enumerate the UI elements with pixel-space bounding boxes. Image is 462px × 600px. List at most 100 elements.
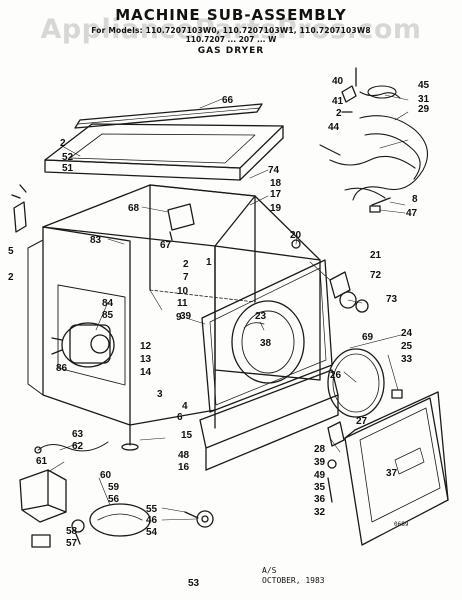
- callout-labels: 66 2 52 51 5 2 74 18 17 19 68 67 83 20 1…: [8, 76, 430, 549]
- callout: 39: [180, 311, 192, 322]
- model-numbers-line-2: 110.7207 ... 207 ... W: [185, 35, 277, 44]
- callout: 48: [178, 450, 190, 461]
- callout: 17: [270, 189, 282, 200]
- callout: 54: [146, 527, 158, 538]
- callout: 2: [336, 108, 342, 119]
- callout: 15: [181, 430, 193, 441]
- callout: 39: [314, 457, 326, 468]
- idler-pulley: [184, 510, 214, 528]
- callout: 85: [102, 310, 114, 321]
- callout: 11: [177, 298, 188, 309]
- callout: 36: [314, 494, 326, 505]
- callout: 19: [270, 203, 282, 214]
- callout: 31: [418, 94, 430, 105]
- callout: 52: [62, 152, 74, 163]
- callout: 9: [176, 312, 182, 323]
- callout: 16: [178, 462, 190, 473]
- leader-lines: [47, 94, 409, 521]
- fastener-parts: [369, 197, 391, 213]
- callout: 44: [328, 122, 340, 133]
- callout: 72: [370, 270, 382, 281]
- model-numbers-line-1: For Models: 110.7207103W0, 110.7207103W1…: [91, 26, 371, 35]
- leveling-legs: [121, 409, 216, 451]
- callout: 2: [60, 138, 66, 149]
- callout: 6: [177, 412, 183, 423]
- callout: 49: [314, 470, 326, 481]
- callout: 7: [183, 272, 189, 283]
- door-hinge-parts: [327, 421, 345, 503]
- drum-seal-ring: [327, 348, 385, 418]
- drawing-code: 0689: [394, 521, 409, 528]
- gas-valve-assembly: [19, 469, 67, 548]
- callout: 37: [386, 468, 398, 479]
- callout: 59: [108, 482, 120, 493]
- callout: 38: [260, 338, 272, 349]
- diagram-title: MACHINE SUB-ASSEMBLY: [115, 6, 347, 24]
- callout: 8: [412, 194, 418, 205]
- toe-kick-panel: [199, 369, 339, 471]
- cabinet-frame: [27, 184, 321, 426]
- callout: 3: [157, 389, 163, 400]
- callout: 14: [140, 367, 152, 378]
- callout: 23: [255, 311, 267, 322]
- callout: 57: [66, 538, 78, 549]
- drive-belt: [89, 503, 151, 537]
- callout: 58: [66, 526, 78, 537]
- callout: 40: [332, 76, 344, 87]
- callout: 74: [268, 165, 280, 176]
- callout: 24: [401, 328, 413, 339]
- callout: 10: [177, 286, 189, 297]
- drum-support-parts: [291, 239, 369, 313]
- callout: 28: [314, 444, 326, 455]
- callout: 47: [406, 208, 418, 219]
- callout: 2: [183, 259, 189, 270]
- callout: 12: [140, 341, 152, 352]
- callout: 35: [314, 482, 326, 493]
- callout: 73: [386, 294, 398, 305]
- motor-pulley: [71, 519, 85, 545]
- callout: 2: [8, 272, 14, 283]
- callout: 4: [182, 401, 188, 412]
- terminal-block-parts: [341, 67, 357, 113]
- callout: 18: [270, 178, 282, 189]
- wiring-harness: [319, 85, 429, 201]
- callout: 69: [362, 332, 374, 343]
- callout: 41: [332, 96, 344, 107]
- callout: 25: [401, 341, 413, 352]
- callout: 67: [160, 240, 172, 251]
- left-bracket: [11, 184, 27, 233]
- callout: 5: [8, 246, 14, 257]
- igniter-wire: [34, 441, 109, 454]
- control-bracket: [167, 203, 195, 241]
- diagram-subtitle: GAS DRYER: [197, 46, 265, 56]
- callout: 1: [206, 257, 212, 268]
- top-panel-part: [44, 123, 284, 181]
- callout: 55: [146, 504, 158, 515]
- callout: 21: [370, 250, 382, 261]
- front-panel-part: [201, 259, 333, 413]
- revision-mark: A/S: [262, 566, 277, 575]
- callout: 83: [90, 235, 102, 246]
- page-number: 53: [188, 578, 200, 589]
- callout: 13: [140, 354, 152, 365]
- callout: 32: [314, 507, 326, 518]
- callout: 56: [108, 494, 120, 505]
- callout: 45: [418, 80, 430, 91]
- callout: 29: [418, 104, 430, 115]
- door-switch-part: [391, 389, 403, 399]
- callout: 68: [128, 203, 140, 214]
- motor-assembly: [51, 322, 115, 368]
- callout: 26: [330, 370, 342, 381]
- callout: 63: [72, 429, 84, 440]
- callout: 20: [290, 230, 302, 241]
- callout: 46: [146, 515, 158, 526]
- callout: 86: [56, 363, 68, 374]
- top-hinge-strip: [74, 103, 263, 129]
- callout: 84: [102, 298, 114, 309]
- callout: 61: [36, 456, 48, 467]
- callout: 33: [401, 354, 413, 365]
- revision-date: OCTOBER, 1983: [262, 576, 325, 585]
- access-door-part: [344, 391, 449, 546]
